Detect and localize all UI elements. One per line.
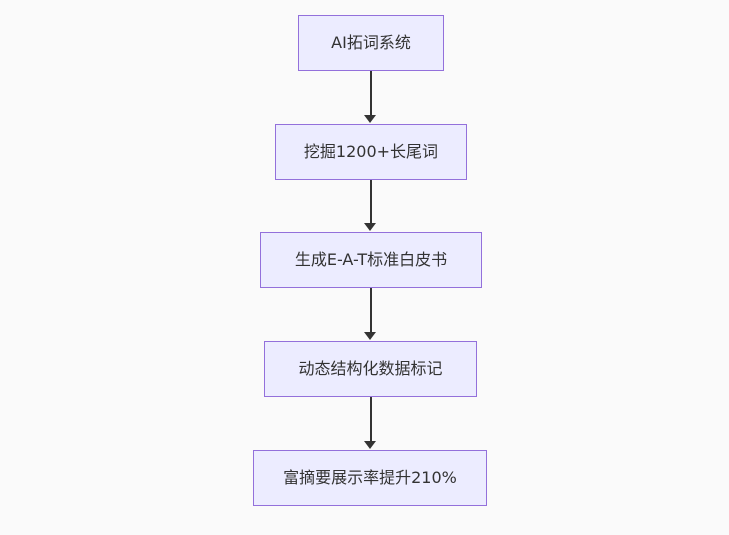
- flowchart-node-structured-data-markup: 动态结构化数据标记: [264, 341, 477, 397]
- flowchart-node-longtail-mining: 挖掘1200+长尾词: [275, 124, 467, 180]
- flowchart-node-rich-snippet-result: 富摘要展示率提升210%: [253, 450, 487, 506]
- arrowhead-down-icon: [364, 332, 376, 340]
- node-label: 富摘要展示率提升210%: [283, 468, 457, 487]
- flowchart-edge-4: [364, 397, 377, 449]
- arrowhead-down-icon: [364, 115, 376, 123]
- flowchart-edge-3: [364, 288, 377, 340]
- flowchart-edge-2: [364, 180, 377, 231]
- edge-line: [369, 180, 372, 224]
- flowchart-node-eat-whitepaper: 生成E-A-T标准白皮书: [260, 232, 482, 288]
- node-label: 挖掘1200+长尾词: [303, 142, 439, 161]
- node-label: 生成E-A-T标准白皮书: [294, 250, 448, 269]
- edge-line: [369, 288, 372, 333]
- edge-line: [369, 71, 372, 116]
- node-label: AI拓词系统: [331, 33, 411, 52]
- arrowhead-down-icon: [364, 223, 376, 231]
- node-label: 动态结构化数据标记: [298, 359, 443, 378]
- arrowhead-down-icon: [364, 441, 376, 449]
- flowchart-edge-1: [364, 71, 377, 123]
- edge-line: [369, 397, 372, 442]
- flowchart-node-ai-word-expansion: AI拓词系统: [298, 15, 444, 71]
